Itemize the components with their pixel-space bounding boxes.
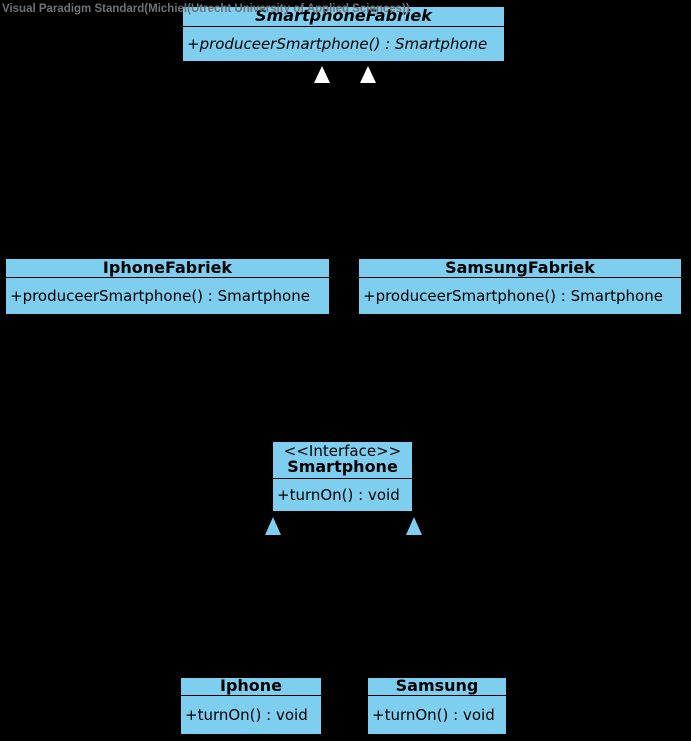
class-methods-compartment: +turnOn() : void: [368, 696, 506, 733]
class-iphonefabriek[interactable]: IphoneFabriek +produceerSmartphone() : S…: [5, 258, 330, 315]
class-name: SmartphoneFabriek: [255, 6, 432, 26]
interface-stereotype: <<Interface>>: [283, 441, 402, 460]
realization-arrowhead-icon: [265, 517, 281, 535]
realization-arrowhead-icon: [406, 517, 422, 535]
class-methods-compartment: +produceerSmartphone() : Smartphone: [183, 27, 504, 60]
class-name: Smartphone: [287, 457, 398, 477]
class-title-compartment: Samsung: [368, 676, 506, 696]
class-name: SamsungFabriek: [445, 257, 595, 277]
class-title-compartment: Iphone: [181, 676, 321, 696]
generalization-arrowhead-icon: [360, 66, 376, 83]
class-title-compartment: IphoneFabriek: [6, 259, 329, 278]
class-method: +turnOn() : void: [372, 705, 495, 724]
class-methods-compartment: +turnOn() : void: [273, 479, 412, 510]
class-name: IphoneFabriek: [102, 257, 233, 277]
class-iphone[interactable]: Iphone +turnOn() : void: [180, 677, 322, 735]
class-method: +produceerSmartphone() : Smartphone: [363, 286, 663, 305]
class-title-compartment: SmartphoneFabriek: [183, 7, 504, 27]
class-method: +produceerSmartphone() : Smartphone: [187, 34, 488, 53]
class-methods-compartment: +turnOn() : void: [181, 696, 321, 733]
class-method: +produceerSmartphone() : Smartphone: [10, 286, 310, 305]
generalization-arrowhead-icon: [314, 66, 330, 83]
class-methods-compartment: +produceerSmartphone() : Smartphone: [6, 278, 329, 313]
class-name: Iphone: [219, 676, 283, 696]
class-method: +turnOn() : void: [185, 705, 308, 724]
class-name: Samsung: [395, 676, 479, 696]
interface-smartphone[interactable]: <<Interface>> Smartphone +turnOn() : voi…: [272, 441, 413, 512]
class-samsungfabriek[interactable]: SamsungFabriek +produceerSmartphone() : …: [358, 258, 682, 315]
class-title-compartment: <<Interface>> Smartphone: [273, 442, 412, 479]
class-smartphonefabriek[interactable]: SmartphoneFabriek +produceerSmartphone()…: [182, 6, 505, 62]
class-methods-compartment: +produceerSmartphone() : Smartphone: [359, 278, 681, 313]
class-title-compartment: SamsungFabriek: [359, 259, 681, 278]
class-method: +turnOn() : void: [277, 485, 400, 504]
class-samsung[interactable]: Samsung +turnOn() : void: [367, 677, 507, 735]
visual-paradigm-watermark: Visual Paradigm Standard(Michiel(Utrecht…: [2, 3, 410, 15]
